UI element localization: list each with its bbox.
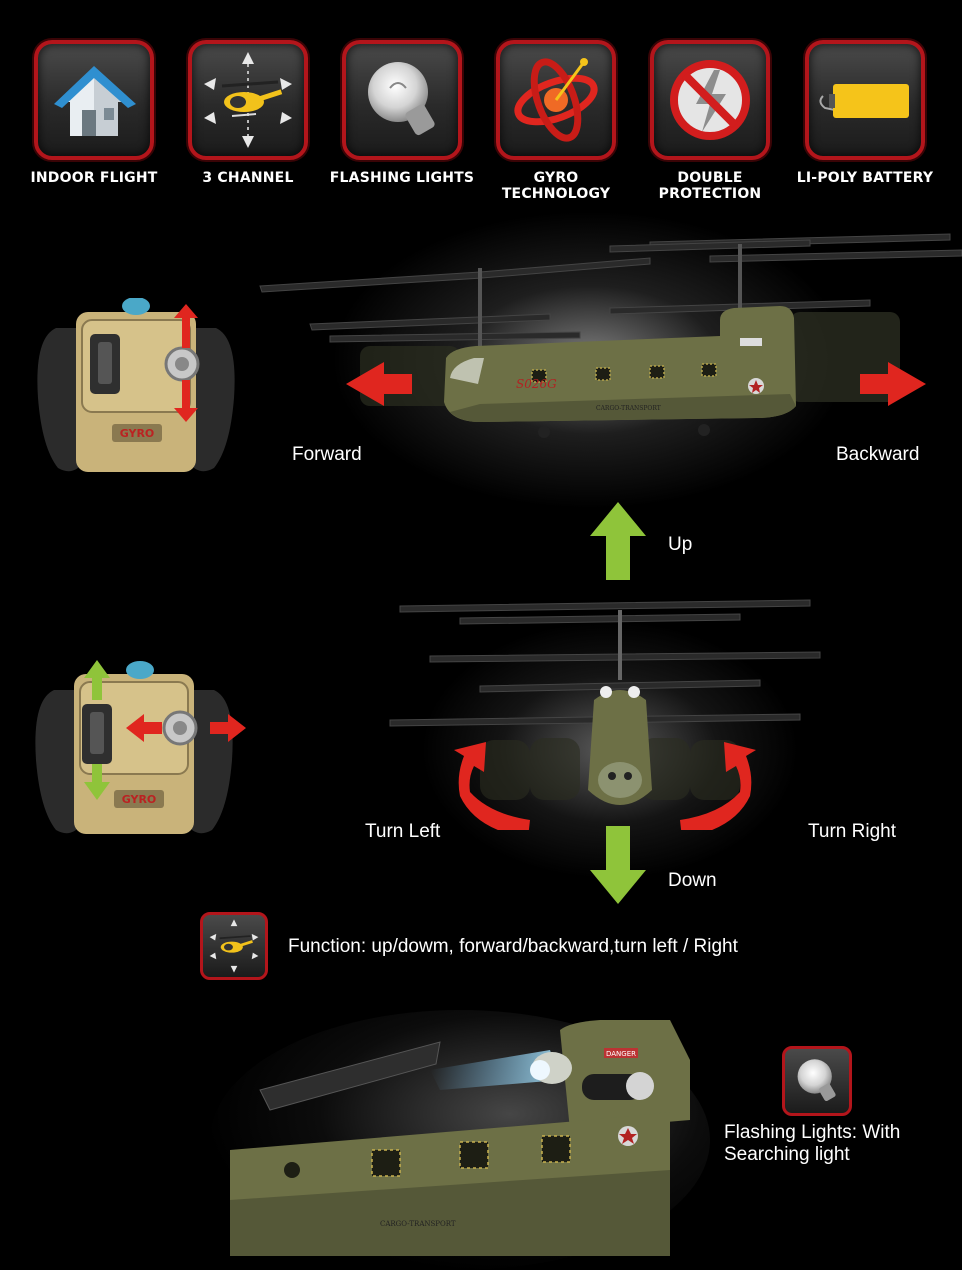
turn-right-label: Turn Right [808, 821, 896, 842]
feature-lipoly-battery: LI-POLY BATTERY [790, 40, 940, 186]
hull-label: S026G [516, 377, 557, 391]
helicopter-closeup: DANGER CARGO-TRANSPORT [230, 1020, 690, 1256]
feature-3-channel: 3 CHANNEL [173, 40, 323, 186]
feature-label: INDOOR FLIGHT [30, 170, 158, 186]
feature-label: LI-POLY BATTERY [796, 170, 934, 186]
cargo-label: CARGO-TRANSPORT [380, 1220, 456, 1228]
battery-icon [805, 40, 925, 160]
feature-indoor-flight: INDOOR FLIGHT [19, 40, 169, 186]
gyro-icon [496, 40, 616, 160]
up-label: Up [668, 534, 693, 555]
feature-label: 3 CHANNEL [202, 170, 294, 186]
feature-label: DOUBLE PROTECTION [658, 170, 762, 202]
down-arrow-icon [590, 826, 646, 904]
helicopter-side-view: S026G CARGO-TRANSPORT [259, 233, 962, 438]
helicopter-arrows-icon [200, 912, 268, 980]
feature-double-protection: DOUBLE PROTECTION [635, 40, 785, 202]
feature-flashing-lights: FLASHING LIGHTS [327, 40, 477, 186]
helicopter-arrows-icon [188, 40, 308, 160]
helicopter-front-view [389, 599, 821, 830]
flashing-lights-description: Flashing Lights: With Searching light [724, 1122, 901, 1165]
down-label: Down [668, 870, 717, 891]
turn-left-label: Turn Left [365, 821, 441, 842]
remote-controller-up-down-turn: GYRO [34, 660, 246, 835]
light-bulb-icon [342, 40, 462, 160]
cargo-label: CARGO-TRANSPORT [596, 405, 661, 412]
no-lightning-icon [650, 40, 770, 160]
house-icon [34, 40, 154, 160]
feature-label: FLASHING LIGHTS [329, 170, 475, 186]
function-description: Function: up/dowm, forward/backward,turn… [288, 936, 738, 957]
forward-label: Forward [292, 444, 362, 465]
danger-label: DANGER [606, 1050, 636, 1058]
feature-gyro: GYRO TECHNOLOGY [481, 40, 631, 202]
backward-label: Backward [836, 444, 920, 465]
feature-label: GYRO TECHNOLOGY [501, 170, 611, 202]
light-bulb-icon [782, 1046, 852, 1116]
gyro-badge: GYRO [122, 793, 157, 806]
remote-controller-forward-backward: GYRO [36, 297, 236, 473]
up-arrow-icon [590, 502, 646, 580]
gyro-badge: GYRO [120, 427, 155, 440]
